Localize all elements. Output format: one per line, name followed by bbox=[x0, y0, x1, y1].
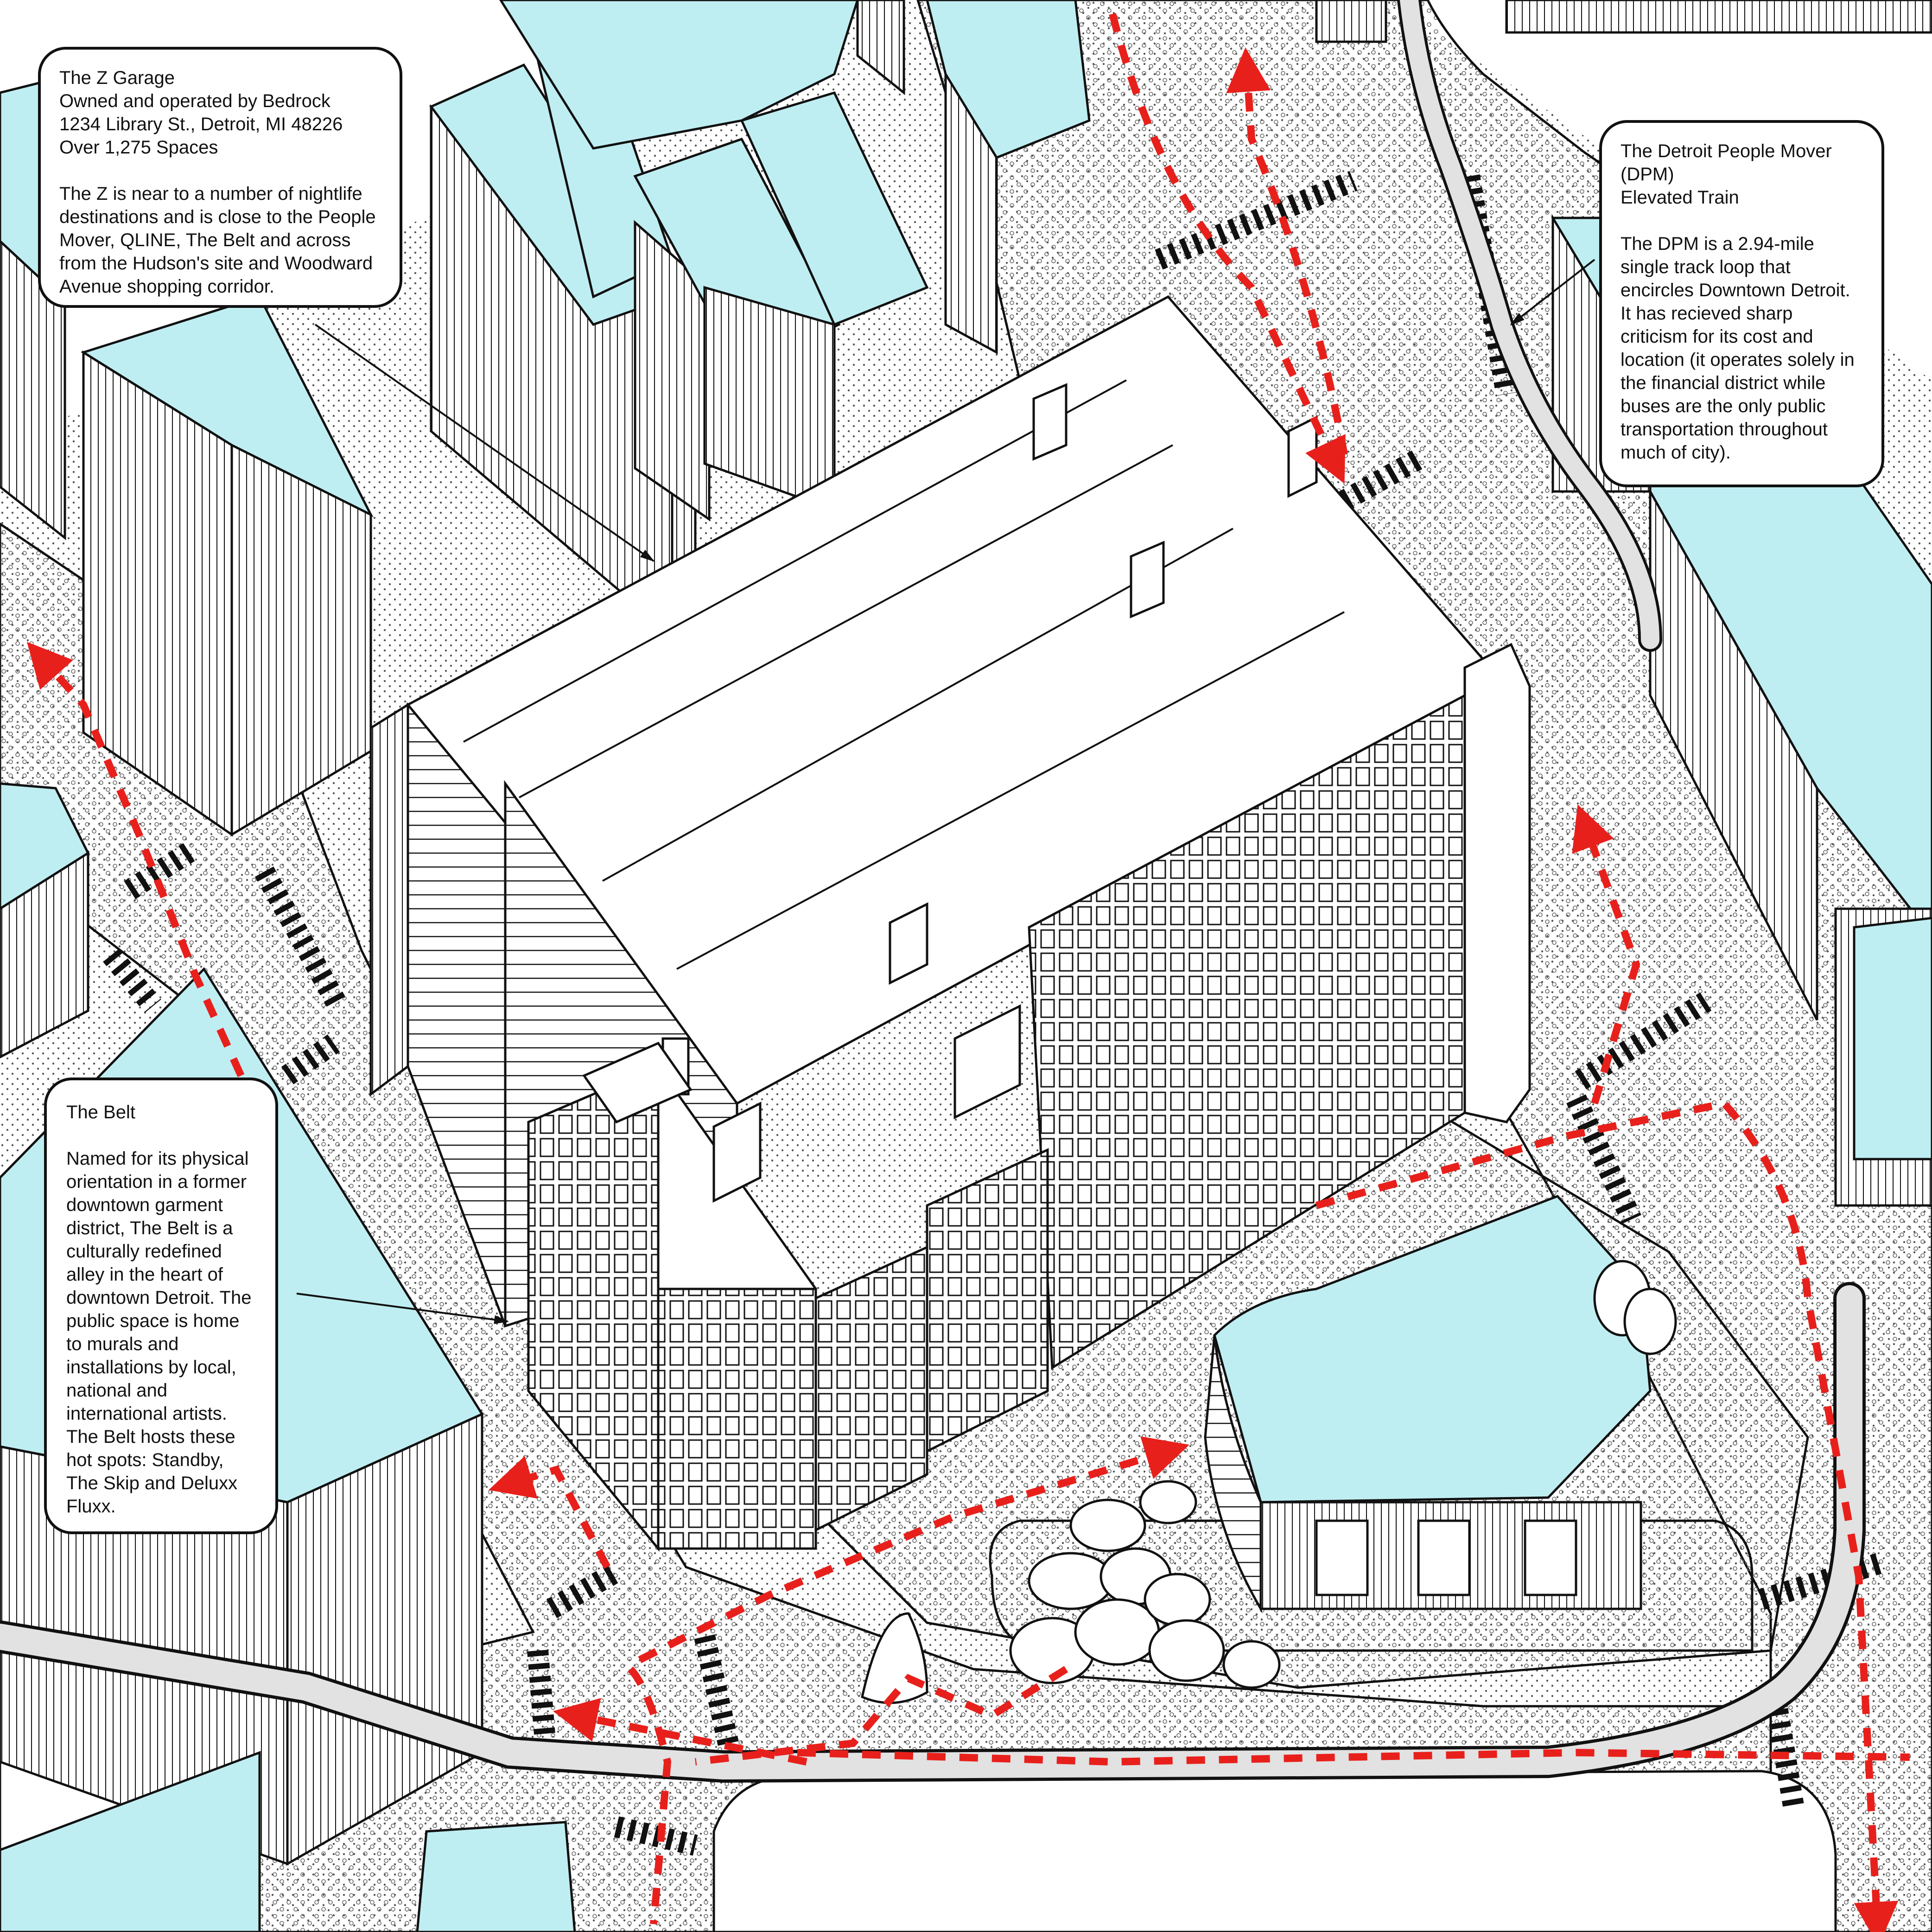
building-tl-b bbox=[81, 295, 374, 837]
z-garage-spacer bbox=[59, 159, 381, 182]
leader-belt bbox=[296, 1293, 509, 1324]
building-tr-small bbox=[926, 0, 1387, 355]
callout-people-mover: The Detroit People Mover (DPM) Elevated … bbox=[1599, 120, 1884, 487]
leader-dpm bbox=[1510, 259, 1595, 325]
belt-title: The Belt bbox=[66, 1102, 135, 1122]
belt-spacer bbox=[66, 1124, 256, 1147]
belt-description: Named for its physical orientation in a … bbox=[66, 1148, 252, 1517]
dpm-description: The DPM is a 2.94-mile single track loop… bbox=[1621, 234, 1855, 463]
leader-z-garage bbox=[314, 324, 655, 562]
z-garage-capacity: Over 1,275 Spaces bbox=[59, 137, 218, 158]
belt-sculptures bbox=[861, 1260, 1677, 1704]
dpm-spacer bbox=[1621, 209, 1863, 232]
building-tc-b bbox=[499, 0, 905, 150]
building-bottom-left bbox=[0, 1751, 576, 1932]
building-belt-annex bbox=[1204, 1195, 1652, 1613]
building-tc-a bbox=[633, 91, 929, 522]
people-mover-track bbox=[0, 0, 1866, 1783]
dpm-title: The Detroit People Mover (DPM) bbox=[1621, 141, 1832, 185]
callout-z-garage: The Z Garage Owned and operated by Bedro… bbox=[38, 47, 402, 308]
building-left-a bbox=[0, 782, 90, 1058]
z-garage-address: 1234 Library St., Detroit, MI 48226 bbox=[59, 114, 343, 134]
callout-leaders bbox=[296, 259, 1595, 1324]
building-top-right bbox=[1505, 0, 1932, 34]
callout-the-belt: The Belt Named for its physical orientat… bbox=[44, 1078, 278, 1534]
building-right-low bbox=[1834, 907, 1932, 1207]
z-garage-complex bbox=[369, 295, 1531, 1552]
z-garage-title: The Z Garage bbox=[59, 68, 175, 88]
z-garage-description: The Z is near to a number of nightlife d… bbox=[59, 184, 376, 297]
dpm-subtitle: Elevated Train bbox=[1621, 187, 1739, 208]
pedestrian-routes bbox=[26, 13, 1910, 1932]
z-garage-owner: Owned and operated by Bedrock bbox=[59, 91, 330, 111]
